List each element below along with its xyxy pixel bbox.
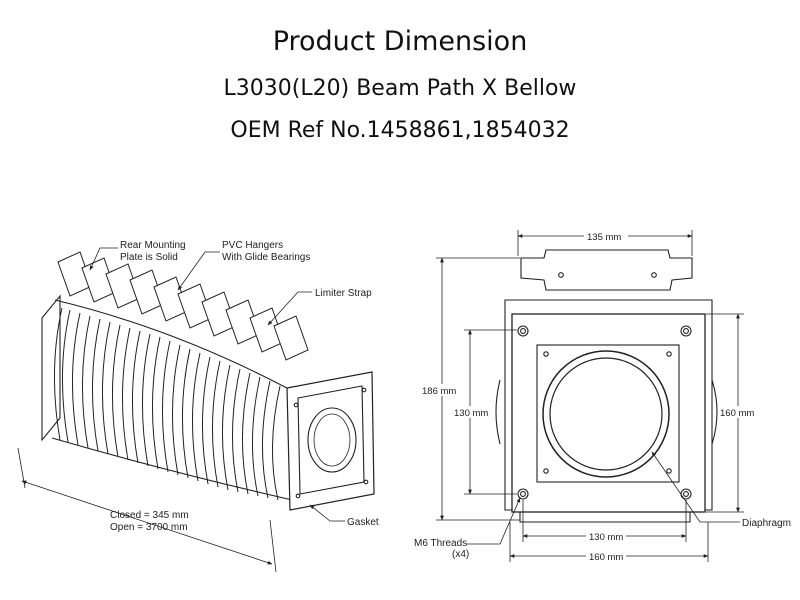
left-callout-leaders xyxy=(17,247,345,573)
square-flange xyxy=(511,313,706,513)
dimension-label-backgrounds xyxy=(420,230,760,562)
front-aperture xyxy=(307,407,357,473)
pvc-hangers xyxy=(57,251,309,361)
top-bracket xyxy=(520,249,693,291)
open-length-label: Open = 3700 mm xyxy=(110,522,188,533)
m6-threads-label-1: M6 Threads xyxy=(414,538,467,549)
dim-186mm: 186 mm xyxy=(422,386,456,397)
aperture-inner xyxy=(549,357,663,471)
product-name: L3030(L20) Beam Path X Bellow xyxy=(223,76,577,101)
rear-mounting-label-1: Rear Mounting xyxy=(120,240,186,251)
pvc-hangers-label-1: PVC Hangers xyxy=(222,240,283,251)
limiter-strap-label: Limiter Strap xyxy=(315,288,372,299)
dim-160mm-horizontal: 160 mm xyxy=(589,552,623,563)
dim-130mm-vertical: 130 mm xyxy=(454,408,488,419)
front-flange xyxy=(286,371,375,511)
oem-reference: OEM Ref No.1458861,1854032 xyxy=(230,118,570,143)
inner-plate xyxy=(536,344,680,483)
dim-160mm-vertical: 160 mm xyxy=(720,408,754,419)
bellow-pleats xyxy=(54,307,281,501)
page-title: Product Dimension xyxy=(272,26,528,57)
dim-130mm-horizontal: 130 mm xyxy=(589,532,623,543)
closed-length-label: Closed = 345 mm xyxy=(110,510,189,521)
m6-threads-label-2: (x4) xyxy=(452,549,469,560)
aperture-outer xyxy=(542,350,670,478)
rear-mounting-label-2: Plate is Solid xyxy=(120,252,178,263)
dim-135mm: 135 mm xyxy=(587,232,621,243)
pvc-hangers-label-2: With Glide Bearings xyxy=(222,252,310,263)
diaphragm-label: Diaphragm xyxy=(742,518,791,529)
gasket-label: Gasket xyxy=(347,517,379,528)
bellow-front-view xyxy=(495,249,718,523)
outer-housing xyxy=(504,299,713,511)
bellow-isometric-drawing xyxy=(41,251,375,511)
bellow-top-edge xyxy=(54,299,301,396)
m6-thread-holes xyxy=(517,325,692,500)
